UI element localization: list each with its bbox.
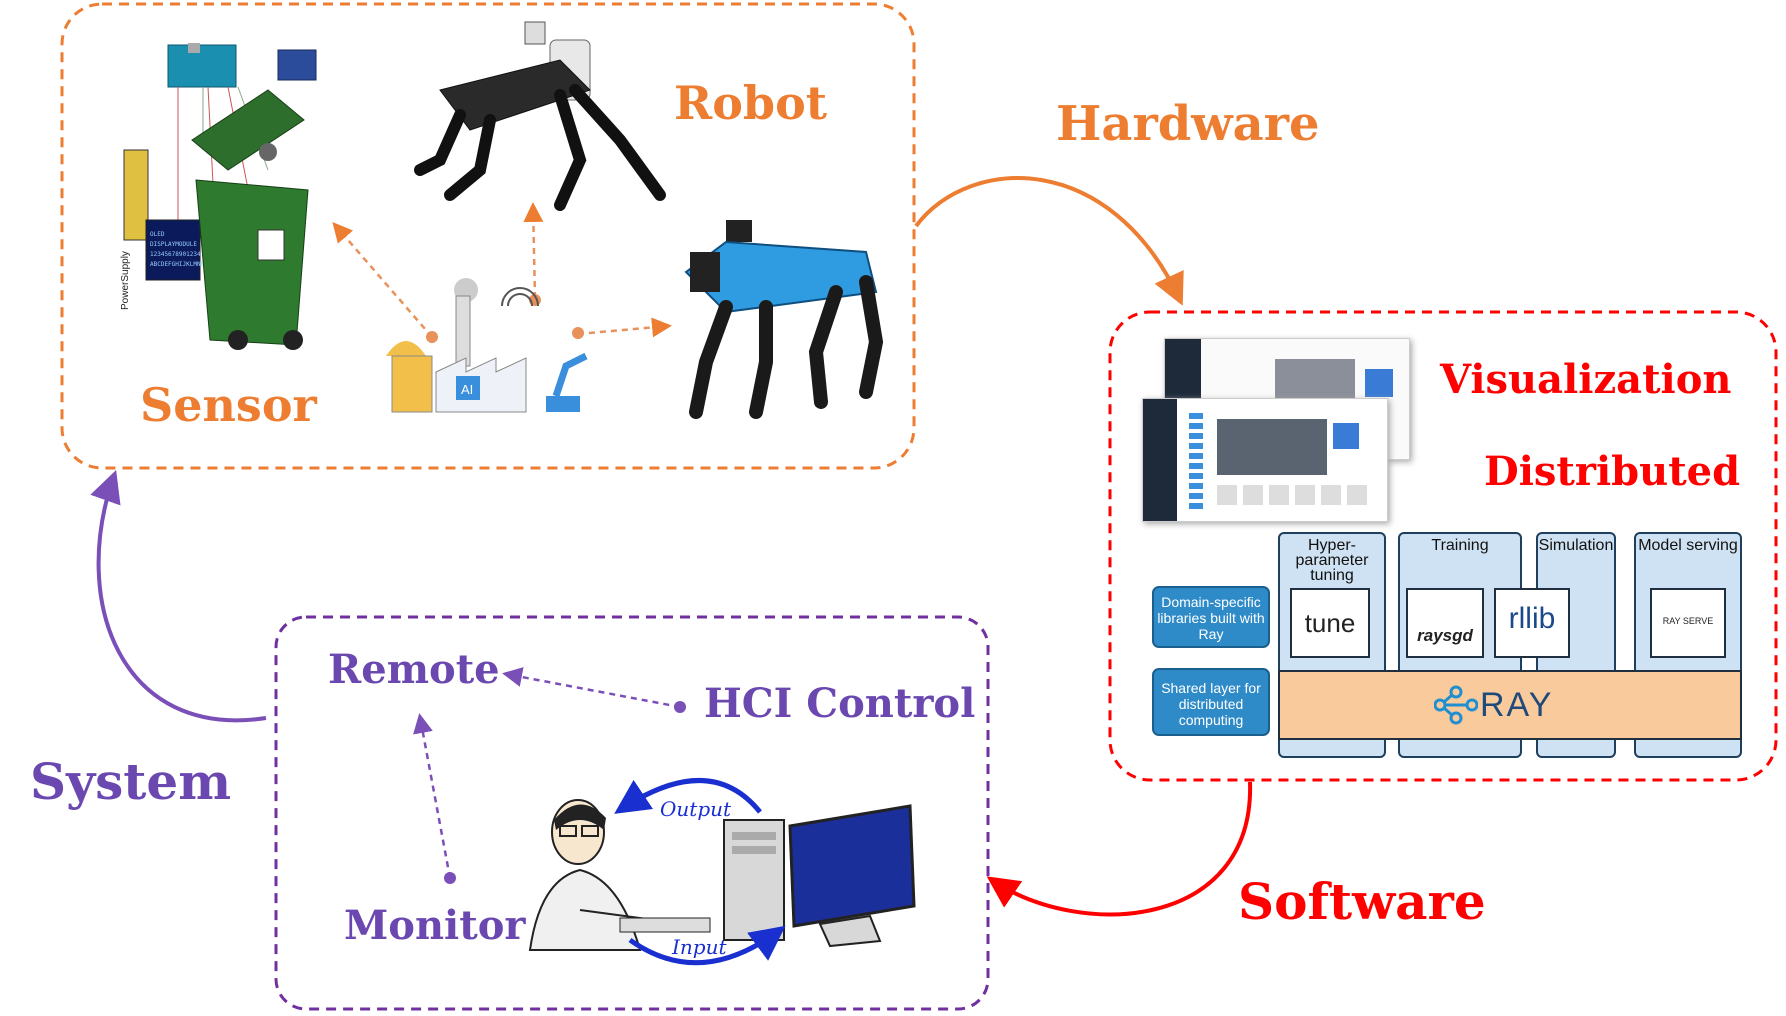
ray-core-label: RAY [1480,686,1554,724]
hci-control-label: HCI Control [704,680,976,727]
arduino-board-icon [167,44,237,88]
sensor-label: Sensor [140,378,317,432]
hci-dot [674,701,686,713]
hub-dot-1 [426,331,438,343]
hardware-internal-arrows [332,202,672,338]
monitor-dot [444,872,456,884]
system-group-frame [274,615,990,1011]
remote-label: Remote [328,646,500,693]
ai-chip-text: AI [461,382,473,397]
monitor-label: Monitor [344,902,526,949]
monitor-screen-icon [788,804,916,928]
ray-serve-logo: RAY SERVE [1650,588,1726,658]
output-arrow [614,778,762,814]
software-title: Software [1238,872,1486,931]
robot-label: Robot [674,76,828,130]
svg-text:OLED: OLED [150,231,165,238]
robot-dog-2-image [684,220,884,419]
system-title: System [30,752,232,811]
input-text: Input [671,935,727,959]
hardware-title: Hardware [1056,96,1320,152]
software-to-system-arrow [986,781,1253,917]
dashboard-screenshot-front [1142,398,1388,522]
ray-logo-icon [1434,685,1478,725]
software-group-frame [1108,310,1778,782]
rllib-logo: rllib [1494,588,1570,658]
computer-image [723,804,916,948]
smart-bin-sensor-image: PowerSupply OLED DISPLAYMODULE 123456789… [120,43,317,350]
hardware-group-frame [60,2,916,470]
svg-text:12345678901234: 12345678901234 [150,251,201,258]
trash-bin-body [195,179,309,346]
power-supply-text: PowerSupply [120,251,131,310]
svg-text:ABCDEFGHIJKLMNOP: ABCDEFGHIJKLMNOP [150,261,208,268]
ray-core-layer: RAY [1278,670,1742,740]
shared-layer-tag: Shared layer for distributed computing [1152,668,1270,736]
qr-code-icon [257,229,285,261]
smart-factory-icon: AI [386,278,588,413]
hub-dot-3 [572,327,584,339]
visualization-label: Visualization [1440,356,1732,403]
person-at-keyboard-image [528,799,711,951]
distributed-label: Distributed [1484,448,1741,495]
hardware-to-software-arrow [914,176,1184,306]
trash-bin-lid [191,89,305,171]
output-text: Output [660,797,732,821]
system-to-hardware-arrow [90,469,267,723]
tune-logo: tune [1290,588,1370,658]
wifi-module-icon [277,49,317,81]
svg-text:DISPLAYMODULE: DISPLAYMODULE [150,241,197,248]
power-supply-icon [123,149,149,241]
oled-display-icon [145,219,201,281]
raysgd-logo: raysgd [1406,588,1484,658]
input-arrow [628,925,786,966]
domain-specific-libraries-tag: Domain-specific libraries built with Ray [1152,586,1270,648]
system-internal-arrows [413,667,681,879]
io-loop-arrows: Output Input [614,778,786,966]
robot-dog-1-image [414,21,666,211]
